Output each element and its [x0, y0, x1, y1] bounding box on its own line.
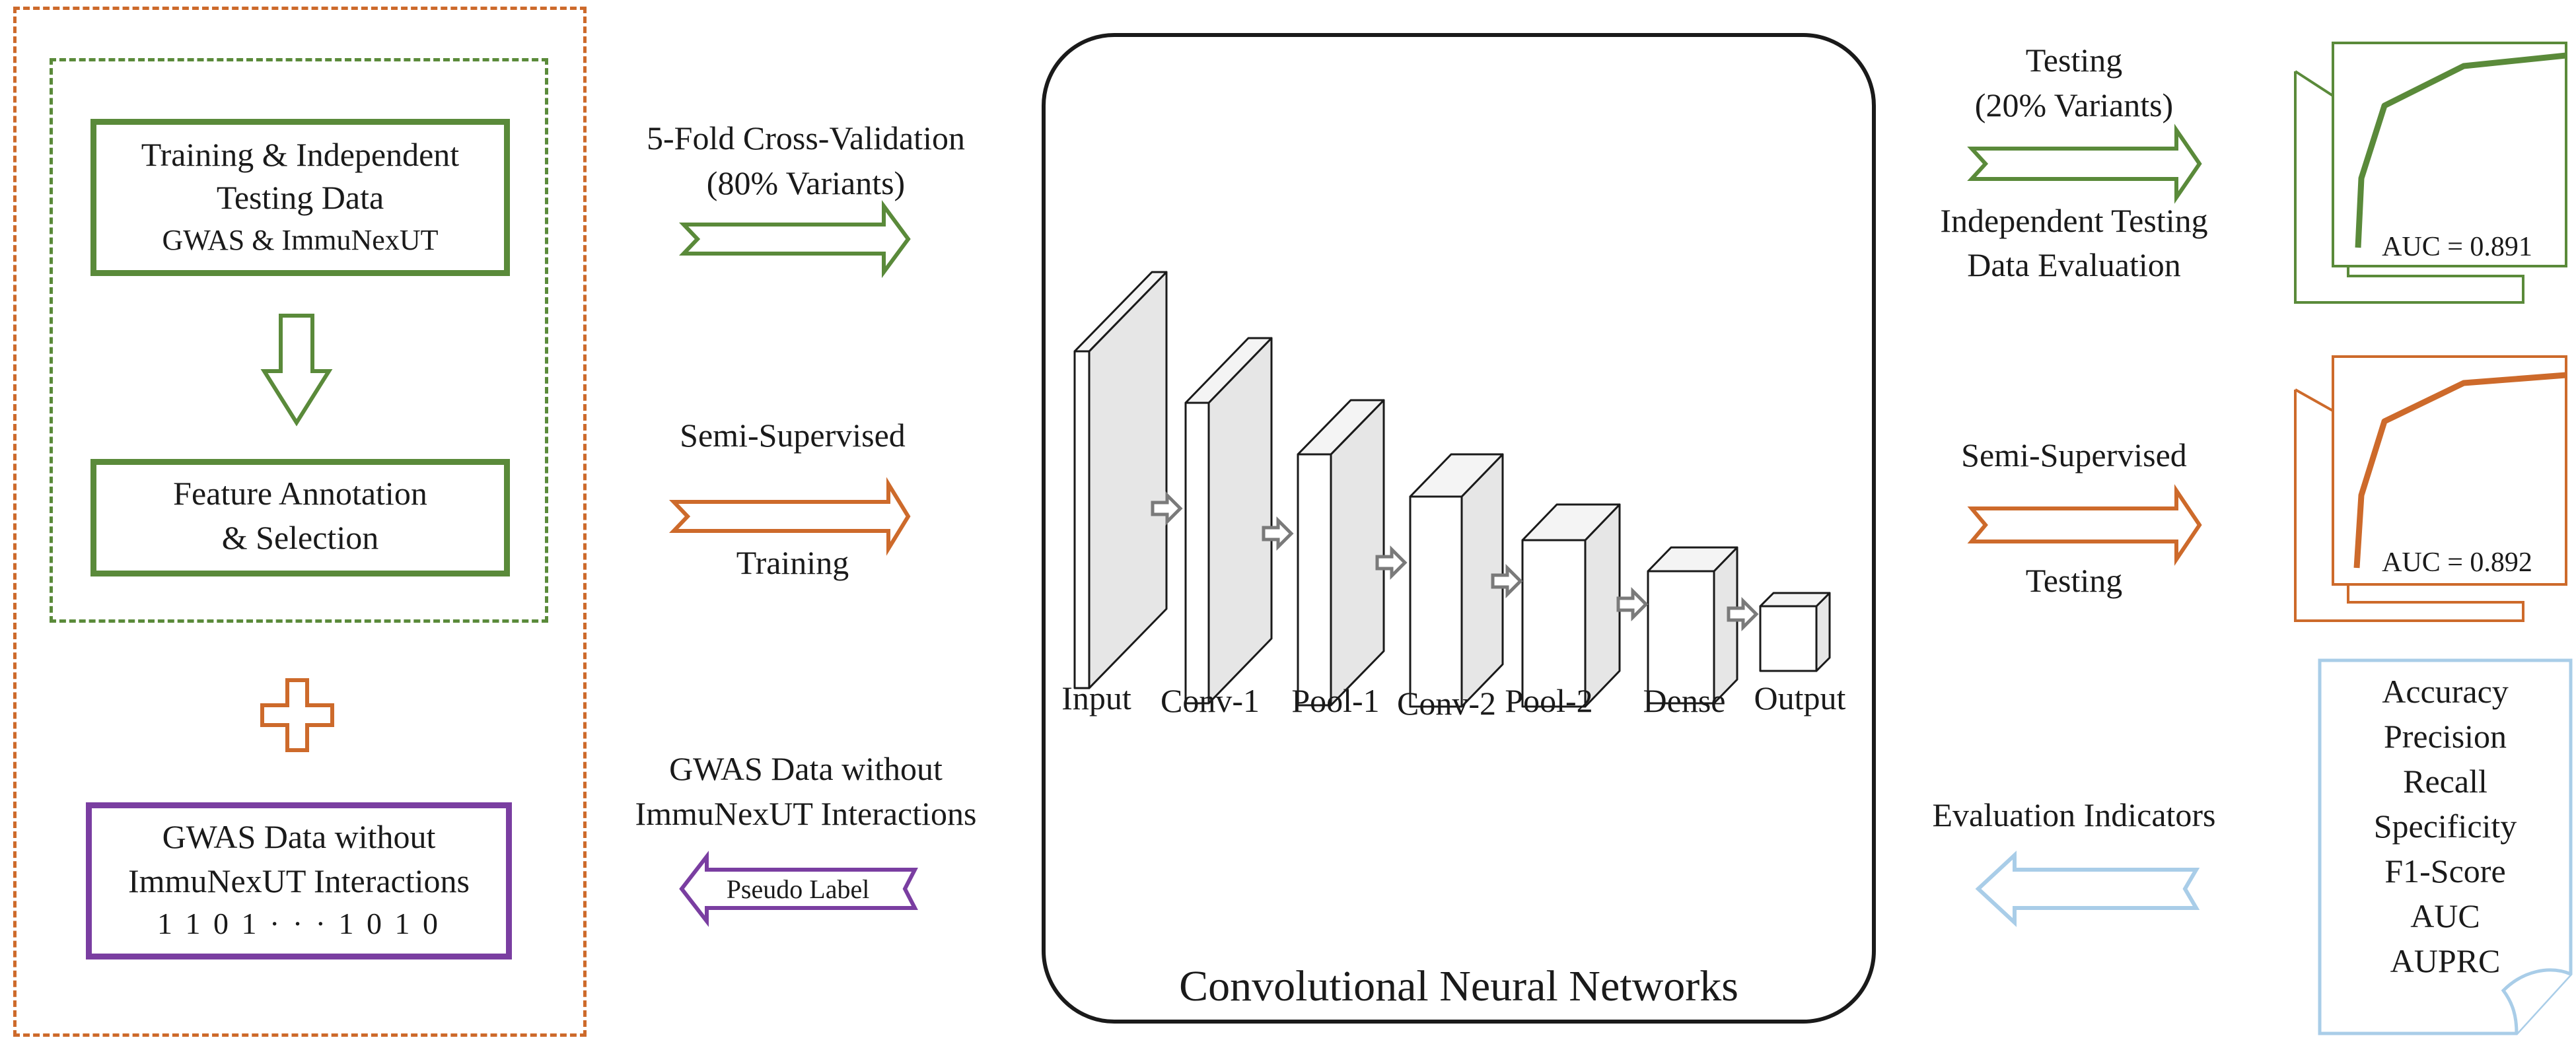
- auc-green-value: AUC = 0.891: [2382, 232, 2532, 262]
- evaluation-arrow-icon: [1975, 851, 2200, 927]
- semi-training-label-top: Semi-Supervised: [680, 417, 906, 454]
- plus-icon: [260, 678, 334, 752]
- layer-connector-arrow-icon: [1727, 596, 1759, 632]
- metric-item: Specificity: [2373, 808, 2517, 845]
- down-arrow-icon: [260, 314, 333, 427]
- testing-label-line1: Testing: [2025, 42, 2123, 79]
- training-data-line2: Testing Data: [216, 179, 384, 216]
- pseudo-source-line2: ImmuNexUT Interactions: [635, 795, 977, 832]
- pseudo-label-arrow-icon: [679, 851, 918, 927]
- layer-connector-arrow-icon: [1151, 491, 1183, 526]
- independent-testing-line2: Data Evaluation: [1967, 246, 2181, 283]
- cnn-title: Convolutional Neural Networks: [1179, 962, 1738, 1010]
- training-data-line3: GWAS & ImmuNexUT: [162, 224, 439, 256]
- semi-testing-label-top: Semi-Supervised: [1961, 436, 2187, 473]
- layer-connector-arrow-icon: [1616, 586, 1649, 622]
- pseudo-source-line1: GWAS Data without: [669, 750, 943, 787]
- cnn-layer-label: Pool-1: [1291, 682, 1380, 719]
- layer-connector-arrow-icon: [1262, 516, 1294, 551]
- cnn-layer-front: [1297, 453, 1332, 707]
- testing-label-line2: (20% Variants): [1974, 87, 2174, 123]
- cnn-panel: [1042, 33, 1876, 1024]
- training-data-line1: Training & Independent: [141, 136, 460, 173]
- metric-item: AUPRC: [2390, 942, 2501, 979]
- roc-curve-orange: [2353, 372, 2567, 569]
- semi-testing-arrow-icon: [1967, 484, 2202, 566]
- cnn-layer-front: [1184, 401, 1210, 705]
- binary-sequence: 1 1 0 1 · · · 1 0 1 0: [157, 907, 441, 940]
- feature-annotation-line2: & Selection: [221, 519, 379, 556]
- cnn-layer-front: [1409, 495, 1463, 708]
- cnn-layer-label: Pool-2: [1505, 682, 1593, 719]
- evaluation-indicators-label: Evaluation Indicators: [1932, 796, 2216, 833]
- cnn-layer-front: [1521, 539, 1587, 708]
- semi-training-arrow-icon: [668, 477, 911, 556]
- cnn-layer-label: Conv-2: [1397, 685, 1496, 722]
- gwas-data-line1: GWAS Data without: [162, 818, 436, 855]
- gwas-data-line2: ImmuNexUT Interactions: [128, 862, 470, 899]
- input-data-panel: [13, 7, 587, 1037]
- cnn-layer-front: [1759, 605, 1818, 672]
- pseudo-label-text: Pseudo Label: [726, 874, 870, 904]
- training-data-group: [50, 58, 548, 623]
- feature-annotation-line1: Feature Annotation: [173, 475, 427, 512]
- independent-testing-line1: Independent Testing: [1940, 202, 2208, 239]
- cnn-layer-label: Dense: [1643, 682, 1726, 719]
- metric-item: AUC: [2410, 897, 2480, 934]
- cnn-layer-label: Input: [1061, 680, 1131, 716]
- cnn-layers: [1073, 271, 1831, 708]
- feature-annotation-box: [90, 459, 510, 576]
- testing-arrow-icon: [1967, 123, 2202, 204]
- semi-training-label-bottom: Training: [736, 544, 849, 581]
- training-data-box: [90, 119, 510, 276]
- roc-curve-green: [2355, 52, 2567, 248]
- auc-orange-value: AUC = 0.892: [2382, 547, 2532, 578]
- metric-item: Accuracy: [2382, 673, 2509, 710]
- cnn-layer-front: [1647, 570, 1715, 705]
- cnn-layer-label: Conv-1: [1161, 682, 1260, 719]
- metric-item: Recall: [2403, 763, 2487, 800]
- folded-corner-icon: [2501, 968, 2571, 1034]
- layer-connector-arrow-icon: [1491, 563, 1523, 599]
- metric-item: F1-Score: [2384, 853, 2506, 889]
- cnn-layer-label: Output: [1754, 680, 1846, 716]
- gwas-data-box: [86, 802, 512, 959]
- cv-label-line2: (80% Variants): [706, 164, 906, 201]
- semi-testing-label-bottom: Testing: [2025, 562, 2123, 599]
- layer-connector-arrow-icon: [1375, 545, 1408, 580]
- metric-item: Precision: [2383, 718, 2507, 755]
- cv-label-line1: 5-Fold Cross-Validation: [647, 120, 965, 157]
- cv-arrow-icon: [678, 199, 911, 279]
- cnn-layer-front: [1073, 350, 1091, 689]
